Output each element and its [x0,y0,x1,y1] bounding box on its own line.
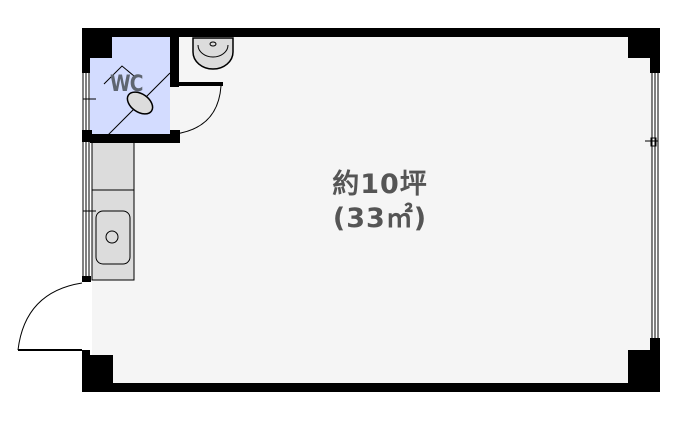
toilet-icon [103,65,171,136]
left-window [82,65,96,282]
right-window [645,72,659,340]
wc-door-swing [174,85,222,135]
wc-wall-right [170,37,179,87]
room-area-label: 約10坪 (33㎡) [300,168,460,236]
kitchen-sink-icon [95,210,131,265]
wall-top [82,28,660,37]
entrance-door [17,282,83,351]
room-size-sqm: (33㎡) [332,203,428,234]
room-size-tsubo: 約10坪 [332,169,428,200]
wash-basin-icon [192,37,234,70]
wc-label: WC [110,72,144,97]
wc-wall-bottom [90,134,180,143]
wall-bottom [82,383,660,392]
main-room-floor [92,37,652,383]
